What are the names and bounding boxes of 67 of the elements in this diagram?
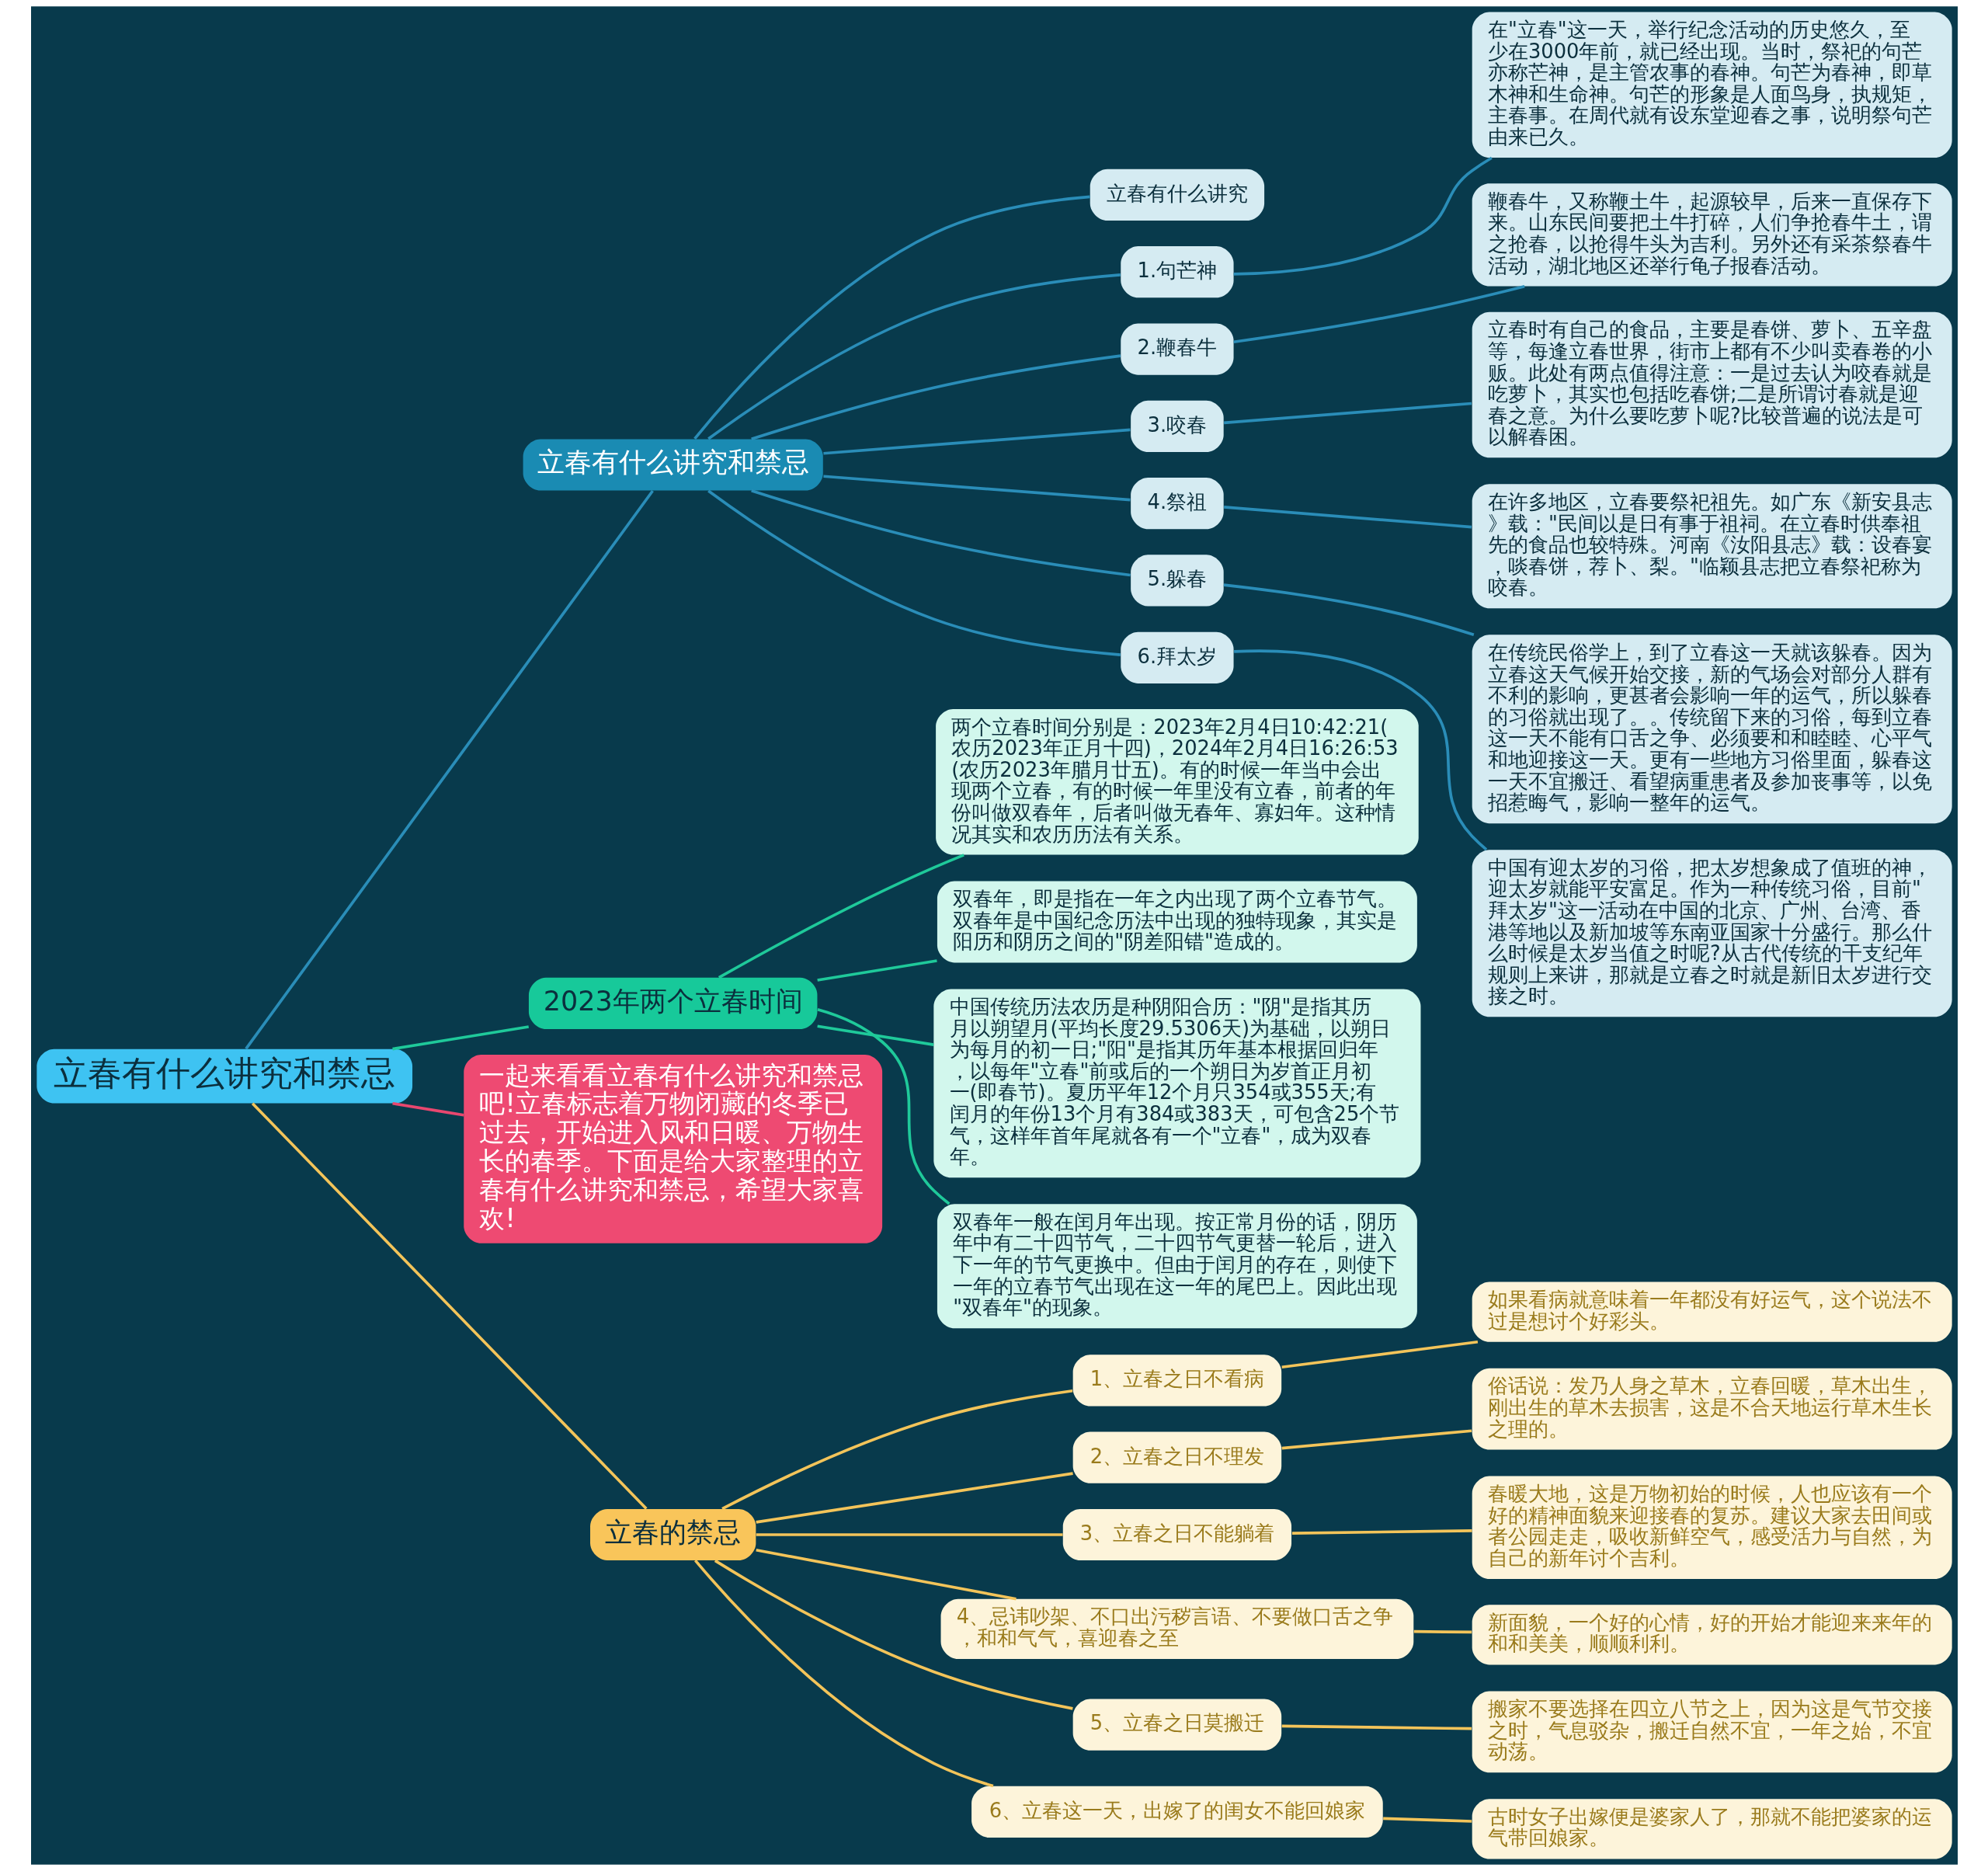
node-box: 古时女子出嫁便是婆家人了，那就不能把婆家的运气带回娘家。: [1472, 1799, 1952, 1859]
connector: [755, 1472, 1073, 1524]
node-box: 立春有什么讲究和禁忌: [523, 439, 823, 491]
connector: [707, 489, 1121, 656]
connector: [391, 1101, 464, 1117]
connector: [693, 195, 1090, 440]
connector: [721, 1389, 1072, 1511]
node-box: 立春时有自己的食品，主要是春饼、萝卜、五辛盘等，每逢立春世界，街市上都有不少叫卖春卷的小贩。此处有两点值得注意：一是过去认为咬春就是吃萝卜，其实也包括吃春饼;二是所谓讨春就是迎春之意。为什么要吃萝卜呢?比较普遍的说法是可以解春困。: [1472, 311, 1952, 458]
node-box: 双春年，即是指在一年之内出现了两个立春节气。双春年是中国纪念历法中出现的独特现象，其实是阳历和阴历之间的"阴差阳错"造成的。: [937, 881, 1417, 963]
node-box: 在传统民俗学上，到了立春这一天就该躲春。因为立春这天气候开始交接，新的气场会对部分人群有不利的影响，更甚者会影响一年的运气，所以躲春的习俗就出现了。。传统留下来的习俗，每到立春这一天不能有口舌之争、必须要和和睦睦、心平气和地迎接这一天。更有一些地方习俗里面，躲春这一天不宜搬迁、看望病重患者及参加丧事等，以免招惹晦气，影响一整年的运气。: [1472, 635, 1952, 824]
node-box: 中国传统历法农历是种阴阳合历："阴"是指其历月以朔望月(平均长度29.5306天)为基础，以朔日为每月的初一日;"阳"是指其历年基本根据回归年，以每年"立春"前或后的一个朔日为岁首正月初一(即春节)。夏历平年12个月只354或355天;有闰月的年份13个月有384或383天，可包含25个节气，这样年首年尾就各有一个"立春"，成为双春年。: [933, 989, 1420, 1178]
node-box: 两个立春时间分别是：2023年2月4日10:42:21(农历2023年正月十四)，2024年2月4日16:26:53(农历2023年腊月廿五)。有的时候一年当中会出现两个立春，有的时候一年里没有立春，前者的年份叫做双春年，后者叫做无春年、寡妇年。这种情况其实和农历历法有关系。: [935, 709, 1419, 855]
connector: [756, 1533, 1063, 1536]
connector: [822, 428, 1131, 455]
connector: [816, 1007, 950, 1205]
connector: [391, 1025, 529, 1051]
node-box: 2.鞭春牛: [1120, 323, 1234, 375]
connector: [244, 489, 654, 1050]
connector: [816, 1024, 933, 1046]
node-box: 立春的禁忌: [589, 1508, 756, 1561]
node-box: 4.祭祖: [1130, 478, 1224, 530]
node-box: 4、忌讳吵架、不口出污秽言语、不要做口舌之争，和和气气，喜迎春之至: [940, 1598, 1413, 1659]
connector: [822, 475, 1131, 502]
node-box: 如果看病就意味着一年都没有好运气，这个说法不过是想讨个好彩头。: [1472, 1282, 1952, 1342]
node-box: 5.躲春: [1130, 555, 1224, 607]
node-box: 2023年两个立春时间: [528, 977, 817, 1029]
connector: [1291, 1529, 1472, 1535]
connector: [750, 354, 1121, 441]
connector: [1233, 649, 1487, 851]
connector: [816, 959, 937, 982]
connector: [1233, 156, 1493, 276]
connector: [1281, 1724, 1472, 1730]
node-box: 3、立春之日不能躺着: [1062, 1508, 1291, 1561]
node-box: 6、立春这一天，出嫁了的闺女不能回娘家: [971, 1786, 1383, 1838]
node-box: 1、立春之日不看病: [1072, 1355, 1281, 1407]
connector: [1232, 284, 1525, 344]
connector: [1281, 1340, 1478, 1369]
node-box: 俗话说：发乃人身之草木，立春回暖，草木出生，刚出生的草木去损害，这是不合天地运行草木生长之理的。: [1472, 1368, 1952, 1450]
node-box: 1.句芒神: [1120, 246, 1234, 298]
node-box: 搬家不要选择在四立八节之上，因为这是气节交接之时，气息驳杂，搬迁自然不宜，一年之始，不宜动荡。: [1472, 1691, 1952, 1773]
node-box: 3.咬春: [1130, 400, 1224, 452]
node-box: 中国有迎太岁的习俗，把太岁想象成了值班的神，迎太岁就能平安富足。作为一种传统习俗，目前"拜太岁"这一活动在中国的北京、广州、台湾、香港等地以及新加坡等东南亚国家十分盛行。那么什么时候是太岁当值之时呢?从古代传统的干支纪年规则上来讲，那就是立春之时就是新旧太岁进行交接之时。: [1472, 850, 1952, 1017]
node-box: 2、立春之日不理发: [1072, 1431, 1281, 1483]
node-box: 在许多地区，立春要祭祀祖先。如广东《新安县志》载："民间以是日有事于祖祠。在立春时供奉祖先的食品也较特殊。河南《汝阳县志》载：设春宴，啖春饼，荐卜、梨。"临颖县志把立春祭祀称为咬春。: [1472, 484, 1952, 609]
connector: [1413, 1629, 1472, 1634]
connector: [1223, 402, 1472, 425]
connector: [707, 273, 1121, 440]
connector: [750, 489, 1131, 577]
connector: [1281, 1429, 1472, 1450]
connector: [693, 1559, 993, 1788]
connector: [251, 1102, 648, 1510]
node-box: 新面貌，一个好的心情，好的开始才能迎来来年的和和美美，顺顺利利。: [1472, 1605, 1952, 1665]
node-box: 5、立春之日莫搬迁: [1072, 1699, 1281, 1751]
node-box: 6.拜太岁: [1120, 631, 1234, 683]
connector: [755, 1549, 1017, 1601]
connector: [1223, 506, 1472, 529]
connector: [1223, 583, 1474, 637]
node-box: 立春有什么讲究: [1090, 169, 1264, 221]
node-box: 双春年一般在闰月年出现。按正常月份的话，阴历年中有二十四节气，二十四节气更替一轮后，进入下一年的节气更换中。但由于闰月的存在，则使下一年的立春节气出现在这一年的尾巴上。因此出现"双春年"的现象。: [937, 1204, 1417, 1329]
node-box: 春暖大地，这是万物初始的时候，人也应该有一个好的精神面貌来迎接春的复苏。建议大家去田间或者公园走走，吸收新鲜空气，感受活力与自然，为自己的新年讨个吉利。: [1472, 1476, 1952, 1580]
connector: [1382, 1817, 1472, 1823]
node-box: 立春有什么讲究和禁忌: [36, 1049, 412, 1104]
node-box: 鞭春牛，又称鞭土牛，起源较早，后来一直保存下来。山东民间要把土牛打碎，人们争抢春牛土，谓之抢春，以抢得牛头为吉利。另外还有采茶祭春牛活动，湖北地区还举行龟子报春活动。: [1472, 183, 1952, 287]
connector: [714, 1559, 1073, 1710]
node-box: 在"立春"这一天，举行纪念活动的历史悠久，至少在3000年前，就已经出现。当时，祭祀的句芒亦称芒神，是主管农事的春神。句芒为春神，即草木神和生命神。句芒的形象是人面鸟身，执规矩，主春事。在周代就有设东堂迎春之事，说明祭句芒由来已久。: [1472, 12, 1952, 158]
node-box: 一起来看看立春有什么讲究和禁忌吧!立春标志着万物闭藏的冬季已过去，开始进入风和日暖、万物生长的春季。下面是给大家整理的立春有什么讲究和禁忌，希望大家喜欢!: [463, 1055, 882, 1243]
connector: [718, 854, 964, 979]
